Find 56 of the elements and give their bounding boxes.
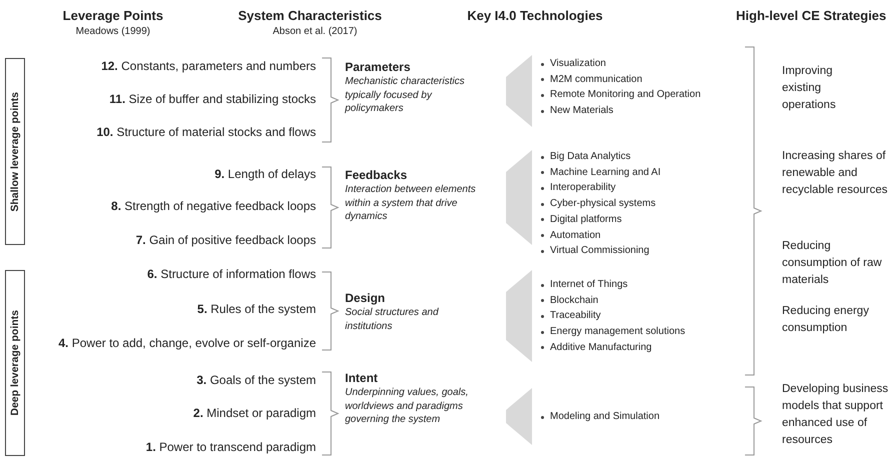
characteristic-heading: Parameters bbox=[345, 59, 412, 75]
citation: Meadows (1999) bbox=[74, 25, 152, 38]
technology-item: Machine Learning and AI bbox=[550, 166, 662, 180]
leverage-point: 11. Size of buffer and stabilizing stocks bbox=[108, 91, 316, 107]
characteristic-heading: Design bbox=[345, 290, 386, 306]
leverage-point: 9. Length of delays bbox=[214, 166, 316, 182]
leverage-point: 8. Strength of negative feedback loops bbox=[110, 198, 316, 214]
technology-item: Big Data Analytics bbox=[550, 150, 632, 164]
technology-item: Traceability bbox=[550, 309, 602, 324]
strategy-text: Reducing energy consumption bbox=[782, 304, 870, 336]
chevron-shape bbox=[506, 388, 532, 445]
characteristic-heading: Intent bbox=[345, 370, 379, 386]
side-band bbox=[5, 58, 25, 245]
strategy-text: Improving existing operations bbox=[782, 64, 837, 113]
column-heading: Leverage Points bbox=[62, 8, 164, 24]
technology-item: New Materials bbox=[550, 104, 614, 118]
characteristic-description: Underpinning values, goals, worldviews and paradigms governing the system bbox=[345, 386, 470, 426]
technology-item: Additive Manufacturing bbox=[550, 340, 653, 355]
leverage-point: 5. Rules of the system bbox=[196, 301, 316, 317]
technology-item: Interoperability bbox=[550, 181, 617, 196]
band-label: Deep leverage points bbox=[9, 310, 21, 416]
characteristic-description: Interaction between elements within a system that drive dynamics bbox=[345, 183, 477, 224]
leverage-point: 4. Power to add, change, evolve or self-organize bbox=[58, 335, 316, 351]
leverage-point: 10. Structure of material stocks and flows bbox=[96, 124, 316, 140]
column-heading: High-level CE Strategies bbox=[736, 8, 888, 24]
technology-item: Automation bbox=[550, 228, 602, 242]
leverage-point: 1. Power to transcend paradigm bbox=[144, 439, 316, 455]
leverage-point: 3. Goals of the system bbox=[196, 372, 316, 388]
column-heading: System Characteristics bbox=[237, 8, 383, 24]
band-label: Shallow leverage points bbox=[9, 92, 21, 212]
strategy-text: Reducing consumption of raw materials bbox=[782, 239, 883, 288]
strategy-text: Increasing shares of renewable and recyclable resources bbox=[782, 149, 888, 198]
column-heading: Key I4.0 Technologies bbox=[466, 8, 604, 24]
technology-item: Digital platforms bbox=[550, 212, 623, 227]
leverage-point: 12. Constants, parameters and numbers bbox=[100, 58, 316, 74]
technology-item: Cyber-physical systems bbox=[550, 197, 657, 212]
leverage-point: 6. Structure of information flows bbox=[146, 266, 316, 282]
technology-item: Visualization bbox=[550, 57, 607, 71]
technology-item: Virtual Commissioning bbox=[550, 244, 650, 258]
side-band bbox=[5, 270, 25, 456]
chevron-shape bbox=[506, 150, 532, 245]
citation: Abson et al. (2017) bbox=[272, 25, 358, 38]
characteristic-description: Mechanistic characteristics typically focused by policymakers bbox=[345, 75, 466, 116]
technology-item: Modeling and Simulation bbox=[550, 410, 661, 424]
technology-item: Energy management solutions bbox=[550, 325, 686, 340]
chevron-shape bbox=[506, 270, 532, 362]
leverage-point: 2. Mindset or paradigm bbox=[192, 405, 316, 421]
strategy-text: Developing business models that support enhanced use of resources bbox=[782, 382, 890, 448]
characteristic-heading: Feedbacks bbox=[345, 167, 408, 183]
leverage-point: 7. Gain of positive feedback loops bbox=[134, 232, 316, 248]
technology-item: M2M communication bbox=[550, 72, 644, 87]
chevron-shape bbox=[506, 55, 532, 127]
technology-item: Remote Monitoring and Operation bbox=[550, 88, 702, 102]
technology-item: Blockchain bbox=[550, 294, 600, 308]
characteristic-description: Social structures and institutions bbox=[345, 306, 440, 333]
technology-item: Internet of Things bbox=[550, 278, 629, 292]
